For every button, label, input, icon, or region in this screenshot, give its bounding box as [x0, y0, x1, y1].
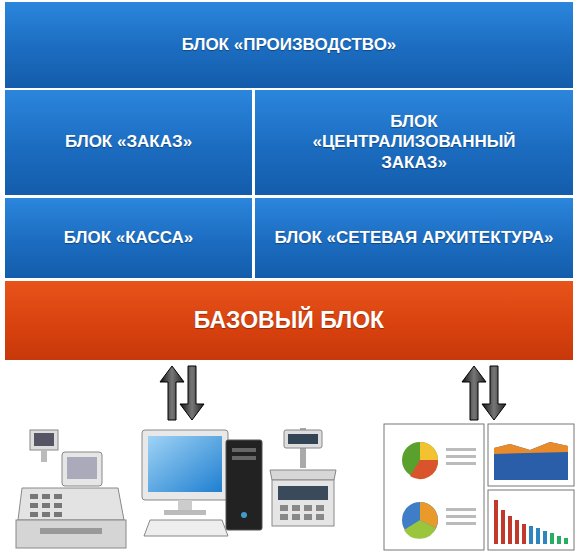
cash-register — [54, 494, 62, 499]
report-charts — [494, 442, 568, 480]
weighing-scale — [292, 514, 300, 520]
report-charts — [446, 508, 476, 511]
cash-register — [34, 433, 54, 446]
cash-register — [16, 520, 126, 548]
weighing-scale — [272, 480, 334, 526]
module-block: БЛОК «ПРОИЗВОДСТВО» — [5, 2, 573, 88]
report-charts — [446, 455, 476, 458]
report-charts — [501, 510, 505, 544]
weighing-scale — [280, 514, 288, 520]
weighing-scale — [288, 434, 318, 444]
block-title: БЛОК «ПРОИЗВОДСТВО» — [182, 35, 397, 55]
report-charts — [446, 448, 476, 451]
cash-register — [16, 430, 126, 548]
weighing-scale — [284, 430, 322, 448]
computer — [142, 430, 262, 536]
cash-register — [30, 494, 62, 517]
report-charts — [529, 526, 533, 544]
report-charts — [404, 520, 436, 539]
module-block: БЛОК «ЦЕНТРАЛИЗОВАННЫЙ ЗАКАЗ» — [255, 90, 573, 195]
computer — [142, 430, 228, 500]
report-charts — [536, 528, 540, 544]
report-charts — [550, 533, 554, 544]
exchange-arrows — [160, 366, 204, 420]
report-charts — [446, 448, 476, 525]
cash-register — [42, 512, 50, 517]
report-charts — [557, 536, 561, 544]
report-charts — [384, 424, 574, 550]
report-charts — [550, 533, 568, 544]
computer — [148, 436, 222, 492]
weighing-scale — [316, 505, 324, 511]
report-charts — [543, 531, 547, 544]
cash-register — [30, 503, 38, 508]
weighing-scale — [316, 514, 324, 520]
block-title: БЛОК «ЗАКАЗ» — [65, 132, 192, 152]
cash-register — [30, 430, 58, 450]
computer — [232, 448, 256, 452]
cash-register — [30, 494, 38, 499]
cash-register — [41, 450, 47, 462]
exchange-arrows — [462, 366, 506, 420]
cash-register — [42, 503, 50, 508]
cash-register — [54, 512, 62, 517]
block-title: БЛОК «СЕТЕВАЯ АРХИТЕКТУРА» — [274, 228, 553, 248]
report-charts — [410, 460, 438, 479]
exchange-arrows — [462, 366, 486, 420]
weighing-scale — [278, 486, 328, 500]
weighing-scale — [304, 514, 312, 520]
exchange-arrows — [160, 366, 184, 420]
report-charts — [515, 520, 519, 544]
cash-register — [62, 452, 102, 486]
report-charts — [402, 502, 438, 538]
cash-register — [18, 488, 124, 520]
report-charts — [488, 490, 574, 550]
report-charts — [446, 522, 476, 525]
computer — [144, 520, 228, 536]
computer — [226, 440, 262, 530]
report-charts — [508, 516, 512, 544]
report-charts — [384, 424, 484, 550]
report-charts — [522, 524, 526, 544]
block-title: БЛОК «ЦЕНТРАЛИЗОВАННЫЙ ЗАКАЗ» — [299, 112, 529, 173]
module-block: БЛОК «ЗАКАЗ» — [5, 90, 252, 195]
computer — [164, 510, 206, 515]
exchange-arrows — [180, 366, 204, 420]
computer — [232, 456, 256, 460]
report-charts — [494, 500, 498, 544]
block-title: БАЗОВЫЙ БЛОК — [194, 307, 384, 335]
cash-register — [67, 457, 97, 479]
weighing-scale — [280, 505, 288, 511]
computer — [178, 500, 192, 510]
report-charts — [564, 538, 568, 544]
report-charts — [446, 462, 476, 465]
computer — [241, 512, 247, 518]
exchange-arrows — [482, 366, 506, 420]
base-block: БАЗОВЫЙ БЛОК — [5, 281, 573, 360]
report-charts — [494, 500, 526, 544]
cash-register — [30, 512, 38, 517]
weighing-scale — [280, 505, 324, 520]
report-charts — [529, 526, 547, 544]
cash-register — [40, 528, 102, 534]
report-charts — [488, 424, 574, 486]
weighing-scale — [304, 505, 312, 511]
weighing-scale — [270, 470, 336, 480]
cash-register — [42, 494, 50, 499]
report-charts — [446, 515, 476, 518]
cash-register — [54, 503, 62, 508]
module-block: БЛОК «КАССА» — [5, 198, 252, 278]
weighing-scale — [292, 505, 300, 511]
report-charts — [494, 442, 568, 454]
report-charts — [420, 442, 438, 460]
weighing-scale — [270, 428, 336, 526]
block-title: БЛОК «КАССА» — [64, 228, 194, 248]
module-block: БЛОК «СЕТЕВАЯ АРХИТЕКТУРА» — [255, 198, 573, 278]
